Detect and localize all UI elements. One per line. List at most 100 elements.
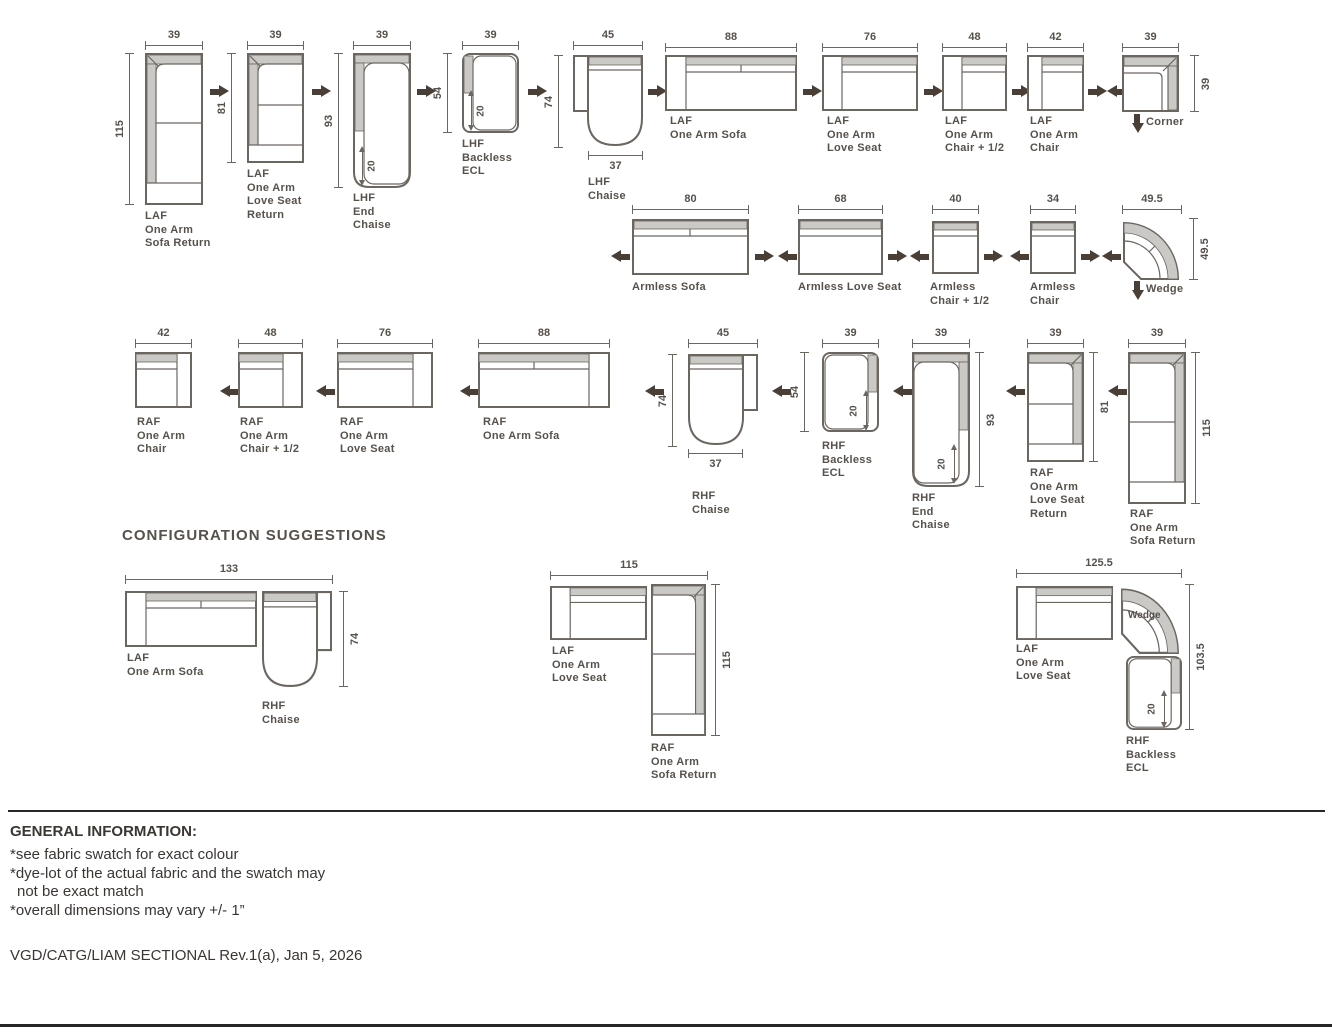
piece-label: Armless Chair xyxy=(1030,281,1076,307)
config2-raf-one-arm-sofa-return xyxy=(651,585,706,735)
flow-arrow-left-icon xyxy=(316,385,335,398)
info-note: *see fabric swatch for exact colour xyxy=(10,846,239,863)
dim-height: 49.5 xyxy=(1189,218,1212,280)
piece-label: Armless Chair + 1/2 xyxy=(930,281,990,307)
dim-height: 115 xyxy=(1191,352,1214,504)
flow-arrow-right-icon xyxy=(312,85,331,98)
piece-label: LAF One Arm Sofa xyxy=(670,115,747,141)
piece-label: LAF One Arm Sofa xyxy=(127,652,204,678)
piece-label: LAF One Arm Sofa Return xyxy=(145,210,211,249)
piece-label: Armless Love Seat xyxy=(798,281,902,293)
dim-height: 54 xyxy=(429,53,452,133)
piece-laf-one-arm-sofa xyxy=(666,56,796,110)
piece-laf-one-arm-chair xyxy=(1028,56,1083,110)
piece-laf-one-arm-sofa-return xyxy=(146,54,202,204)
piece-label: RHF Chaise xyxy=(692,490,730,516)
flow-arrow-right-icon xyxy=(417,85,436,98)
piece-label: RAF One Arm Sofa Return xyxy=(651,742,717,781)
info-note: *dye-lot of the actual fabric and the sw… xyxy=(10,864,326,882)
piece-corner xyxy=(1123,56,1178,111)
info-note: *overall dimensions may vary +/- 1” xyxy=(10,901,245,919)
flow-arrow-right-icon xyxy=(1081,250,1100,263)
dim-width: 39 xyxy=(1027,328,1084,348)
piece-label: RHF Backless ECL xyxy=(822,440,873,479)
piece-label: RAF One Arm Love Seat Return xyxy=(1030,467,1085,520)
flow-arrow-down-icon xyxy=(1131,281,1144,300)
flow-arrow-right-icon xyxy=(210,85,229,98)
flow-arrow-left-icon xyxy=(1108,385,1127,398)
piece-label: RAF One Arm Chair xyxy=(137,416,186,455)
dim-height: 115 xyxy=(711,584,734,736)
piece-armless-love-seat xyxy=(799,220,882,274)
flow-arrow-right-icon xyxy=(648,85,667,98)
flow-arrow-left-icon xyxy=(1010,250,1029,263)
dim-width: 88 xyxy=(665,32,797,52)
piece-label: LAF One Arm Chair + 1/2 xyxy=(945,115,1005,154)
dim-width: 39 xyxy=(1128,328,1186,348)
piece-label: Wedge xyxy=(1146,283,1184,295)
flow-arrow-left-icon xyxy=(778,250,797,263)
piece-raf-one-arm-chair-half xyxy=(239,353,302,407)
dim-width: 39 xyxy=(462,30,519,50)
config1-rhf-chaise xyxy=(263,592,331,686)
flow-arrow-right-icon xyxy=(528,85,547,98)
piece-lhf-chaise xyxy=(574,56,642,145)
dim-width: 125.5 xyxy=(1016,558,1182,578)
dim-width: 39 xyxy=(145,30,203,50)
flow-arrow-right-icon xyxy=(924,85,943,98)
piece-raf-one-arm-sofa-return xyxy=(1129,353,1185,503)
piece-label: RAF One Arm Chair + 1/2 xyxy=(240,416,300,455)
piece-laf-one-arm-love-seat xyxy=(823,56,917,110)
flow-arrow-left-icon xyxy=(460,385,479,398)
piece-label: LAF One Arm Love Seat Return xyxy=(247,168,302,221)
dim-inner: 20 xyxy=(937,444,962,484)
dim-width: 76 xyxy=(822,32,918,52)
dim-bottom-width: 37 xyxy=(588,151,643,172)
piece-label: LAF One Arm Love Seat xyxy=(552,645,607,684)
dim-width: 48 xyxy=(238,328,303,348)
flow-arrow-right-icon xyxy=(755,250,774,263)
piece-armless-chair-half xyxy=(933,222,978,273)
info-notes: *see fabric swatch for exact colour *dye… xyxy=(10,846,325,920)
info-note: not be exact match xyxy=(17,883,144,900)
dim-height: 74 xyxy=(540,55,563,148)
piece-label: RHF Backless ECL xyxy=(1126,735,1177,774)
dim-width: 39 xyxy=(912,328,970,348)
piece-armless-sofa xyxy=(633,220,748,274)
flow-arrow-left-icon xyxy=(611,250,630,263)
flow-arrow-left-icon xyxy=(1102,250,1121,263)
flow-arrow-right-icon xyxy=(888,250,907,263)
piece-label: RAF One Arm Sofa xyxy=(483,416,560,442)
piece-label: Corner xyxy=(1146,116,1184,128)
piece-raf-one-arm-love-seat-return xyxy=(1028,353,1083,461)
flow-arrow-right-icon xyxy=(1088,85,1107,98)
dim-width: 80 xyxy=(632,194,749,214)
dim-width: 39 xyxy=(247,30,304,50)
dim-inner: 20 xyxy=(465,90,487,131)
piece-laf-one-arm-chair-half xyxy=(943,56,1006,110)
dim-height: 81 xyxy=(213,53,236,163)
piece-rhf-chaise xyxy=(689,355,757,444)
flow-arrow-right-icon xyxy=(1012,85,1031,98)
dim-inner: 20 xyxy=(1147,690,1172,728)
dim-width: 42 xyxy=(1027,32,1084,52)
flow-arrow-right-icon xyxy=(984,250,1003,263)
piece-label: Armless Sofa xyxy=(632,281,706,293)
piece-label: LHF End Chaise xyxy=(353,192,391,231)
flow-arrow-left-icon xyxy=(910,250,929,263)
config1-laf-one-arm-sofa xyxy=(126,592,256,646)
piece-label: LAF One Arm Chair xyxy=(1030,115,1079,154)
piece-label: LAF One Arm Love Seat xyxy=(827,115,882,154)
dim-height: 81 xyxy=(1089,352,1112,462)
dim-height: 93 xyxy=(320,53,343,188)
dim-width: 39 xyxy=(822,328,879,348)
separator-line xyxy=(8,810,1325,812)
dim-width: 48 xyxy=(942,32,1007,52)
piece-label: Wedge xyxy=(1128,610,1161,621)
separator-line xyxy=(0,1024,1332,1027)
piece-label: LHF Chaise xyxy=(588,176,626,202)
piece-label: RAF One Arm Love Seat xyxy=(340,416,395,455)
dim-width: 40 xyxy=(932,194,979,214)
flow-arrow-left-icon xyxy=(893,385,912,398)
